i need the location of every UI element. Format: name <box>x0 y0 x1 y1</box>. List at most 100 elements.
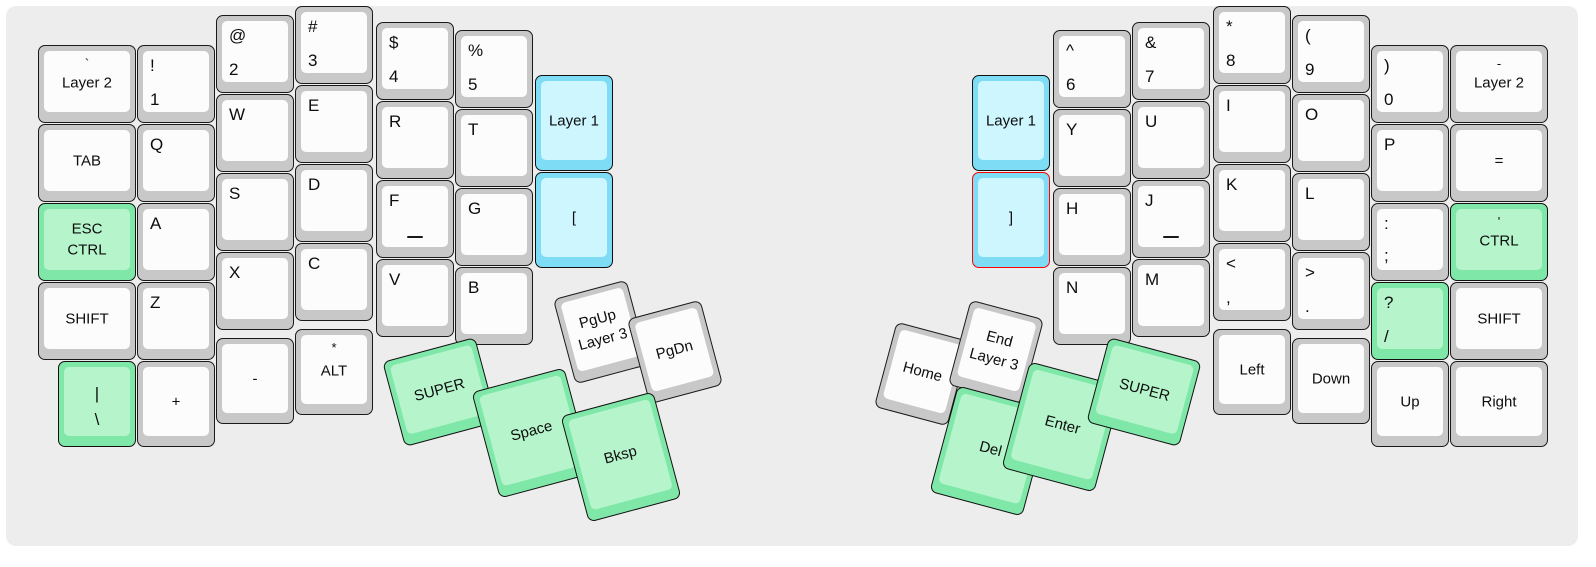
key-l-c5-r4[interactable]: V <box>376 259 454 337</box>
key-l-c4-r1[interactable]: #3 <box>295 6 373 84</box>
key-legend-letter: I <box>1226 96 1231 115</box>
key-legend-shift: # <box>308 17 318 36</box>
key-l-c2-r1[interactable]: !1 <box>137 45 215 123</box>
keycap-surface: ?/ <box>1377 288 1443 349</box>
key-l-c1-r2[interactable]: TAB <box>38 124 136 202</box>
key-l-c5-r3[interactable]: F <box>376 180 454 258</box>
key-l-c2-r3[interactable]: A <box>137 203 215 281</box>
key-l-c2-r4[interactable]: Z <box>137 282 215 360</box>
key-r-c7-r3[interactable]: 'CTRL <box>1450 203 1548 281</box>
key-r-c4-r5[interactable]: Left <box>1213 329 1291 415</box>
key-legend-main: TAB <box>72 152 102 169</box>
keycap-surface: &7 <box>1138 28 1204 89</box>
key-r-c5-r1[interactable]: (9 <box>1292 15 1370 93</box>
keycap-surface: @2 <box>222 21 288 82</box>
keycap-surface: Z <box>143 288 209 349</box>
key-r-c7-r2[interactable]: = <box>1450 124 1548 202</box>
key-r-c4-r4[interactable]: <, <box>1213 243 1291 321</box>
key-r-c7-r5[interactable]: Right <box>1450 361 1548 447</box>
key-l-c3-r5[interactable]: - <box>216 338 294 424</box>
key-r-c6-r4[interactable]: ?/ <box>1371 282 1449 360</box>
key-l-c2-r2[interactable]: Q <box>137 124 215 202</box>
key-r-c5-r5[interactable]: Down <box>1292 338 1370 424</box>
key-l-c6-r4[interactable]: B <box>455 267 533 345</box>
key-legend-shift: ' <box>1497 214 1501 229</box>
key-legend-main: ESC CTRL <box>67 219 107 259</box>
key-l-c4-r4[interactable]: C <box>295 243 373 321</box>
key-legend-letter: M <box>1145 270 1160 289</box>
key-r-c2-r1[interactable]: ^6 <box>1053 30 1131 108</box>
key-r-c2-r4[interactable]: N <box>1053 267 1131 345</box>
keycap-surface: (9 <box>1298 21 1364 82</box>
keycap-surface: *ALT <box>301 335 367 404</box>
key-r-c3-r1[interactable]: &7 <box>1132 22 1210 100</box>
key-r-c3-r4[interactable]: M <box>1132 259 1210 337</box>
key-l-c5-r2[interactable]: R <box>376 101 454 179</box>
key-r-c7-r1[interactable]: -Layer 2 <box>1450 45 1548 123</box>
key-r-c6-r5[interactable]: Up <box>1371 361 1449 447</box>
key-r-c5-r2[interactable]: O <box>1292 94 1370 172</box>
key-legend-main: SUPER <box>412 374 467 405</box>
key-r-c5-r3[interactable]: L <box>1292 173 1370 251</box>
key-l-c6-r2[interactable]: T <box>455 109 533 187</box>
key-legend-letter: V <box>389 270 401 289</box>
key-legend-base: 8 <box>1226 51 1236 70</box>
key-l-c7-r1[interactable]: Layer 1 <box>535 75 613 171</box>
keycap-surface: E <box>301 91 367 152</box>
keycap-surface: | \ <box>64 367 130 436</box>
keycap-surface: W <box>222 100 288 161</box>
key-l-c3-r2[interactable]: W <box>216 94 294 172</box>
key-l-c5-r1[interactable]: $4 <box>376 22 454 100</box>
key-l-c4-r3[interactable]: D <box>295 164 373 242</box>
key-l-c1-r3[interactable]: ESC CTRL <box>38 203 136 281</box>
key-r-c3-r2[interactable]: U <box>1132 101 1210 179</box>
key-r-c4-r2[interactable]: I <box>1213 85 1291 163</box>
key-legend-main: Space <box>508 416 555 445</box>
keycap-surface: Right <box>1456 367 1542 436</box>
keycap-surface: R <box>382 107 448 168</box>
key-l-c1-r5[interactable]: | \ <box>58 361 136 447</box>
key-legend-main: + <box>171 393 181 410</box>
keycap-surface: PgDn <box>634 307 715 393</box>
key-l-c6-r1[interactable]: %5 <box>455 30 533 108</box>
keycap-surface: Down <box>1298 344 1364 413</box>
keycap-surface: D <box>301 170 367 231</box>
key-r-c5-r4[interactable]: >. <box>1292 252 1370 330</box>
key-l-c2-r5[interactable]: + <box>137 361 215 447</box>
keycap-surface: Left <box>1219 335 1285 404</box>
key-l-c6-r3[interactable]: G <box>455 188 533 266</box>
key-legend-main: PgUp Layer 3 <box>576 305 630 355</box>
key-l-c3-r3[interactable]: S <box>216 173 294 251</box>
key-l-c3-r4[interactable]: X <box>216 252 294 330</box>
key-legend-base: 9 <box>1305 60 1315 79</box>
keycap-surface: L <box>1298 179 1364 240</box>
key-legend-main: = <box>1494 152 1504 169</box>
key-r-c6-r3[interactable]: :; <box>1371 203 1449 281</box>
keycap-surface: SUPER <box>389 344 490 435</box>
key-r-c6-r1[interactable]: )0 <box>1371 45 1449 123</box>
key-r-c2-r3[interactable]: H <box>1053 188 1131 266</box>
key-l-c3-r1[interactable]: @2 <box>216 15 294 93</box>
key-legend-letter: S <box>229 184 241 203</box>
key-legend-letter: H <box>1066 199 1079 218</box>
keycap-surface: SHIFT <box>44 288 130 349</box>
key-r-c4-r3[interactable]: K <box>1213 164 1291 242</box>
key-r-c3-r3[interactable]: J <box>1132 180 1210 258</box>
key-r-c2-r2[interactable]: Y <box>1053 109 1131 187</box>
key-legend-shift: - <box>1496 56 1502 71</box>
key-l-c4-r2[interactable]: E <box>295 85 373 163</box>
keycap-surface: <, <box>1219 249 1285 310</box>
key-l-c7-r2[interactable]: [ <box>535 172 613 268</box>
keycap-surface: TAB <box>44 130 130 191</box>
key-l-c1-r1[interactable]: `Layer 2 <box>38 45 136 123</box>
keycap-surface: S <box>222 179 288 240</box>
key-legend-main: - <box>252 370 258 387</box>
key-l-c4-r5[interactable]: *ALT <box>295 329 373 415</box>
key-l-c1-r4[interactable]: SHIFT <box>38 282 136 360</box>
key-r-c6-r2[interactable]: P <box>1371 124 1449 202</box>
key-r-c1-r2[interactable]: ] <box>972 172 1050 268</box>
key-r-c4-r1[interactable]: *8 <box>1213 6 1291 84</box>
key-r-c7-r4[interactable]: SHIFT <box>1450 282 1548 360</box>
key-r-c1-r1[interactable]: Layer 1 <box>972 75 1050 171</box>
key-legend-letter: R <box>389 112 402 131</box>
